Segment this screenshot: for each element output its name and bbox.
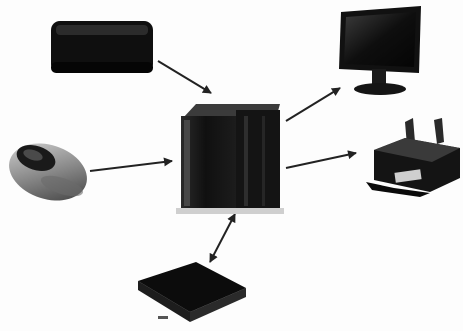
keyboard-icon [51,21,153,73]
mouse-icon [9,143,87,201]
external-drive-icon [138,262,246,322]
monitor-icon [339,6,421,95]
arrow-unit-to-monitor [285,87,341,122]
arrow-unit-storage-bidirectional [209,213,236,263]
arrow-mouse-to-unit [89,157,173,172]
arrow-keyboard-to-unit [157,60,212,94]
computer-tower-icon [176,104,284,214]
arrow-unit-to-printer [285,150,357,169]
printer-icon [366,118,460,197]
